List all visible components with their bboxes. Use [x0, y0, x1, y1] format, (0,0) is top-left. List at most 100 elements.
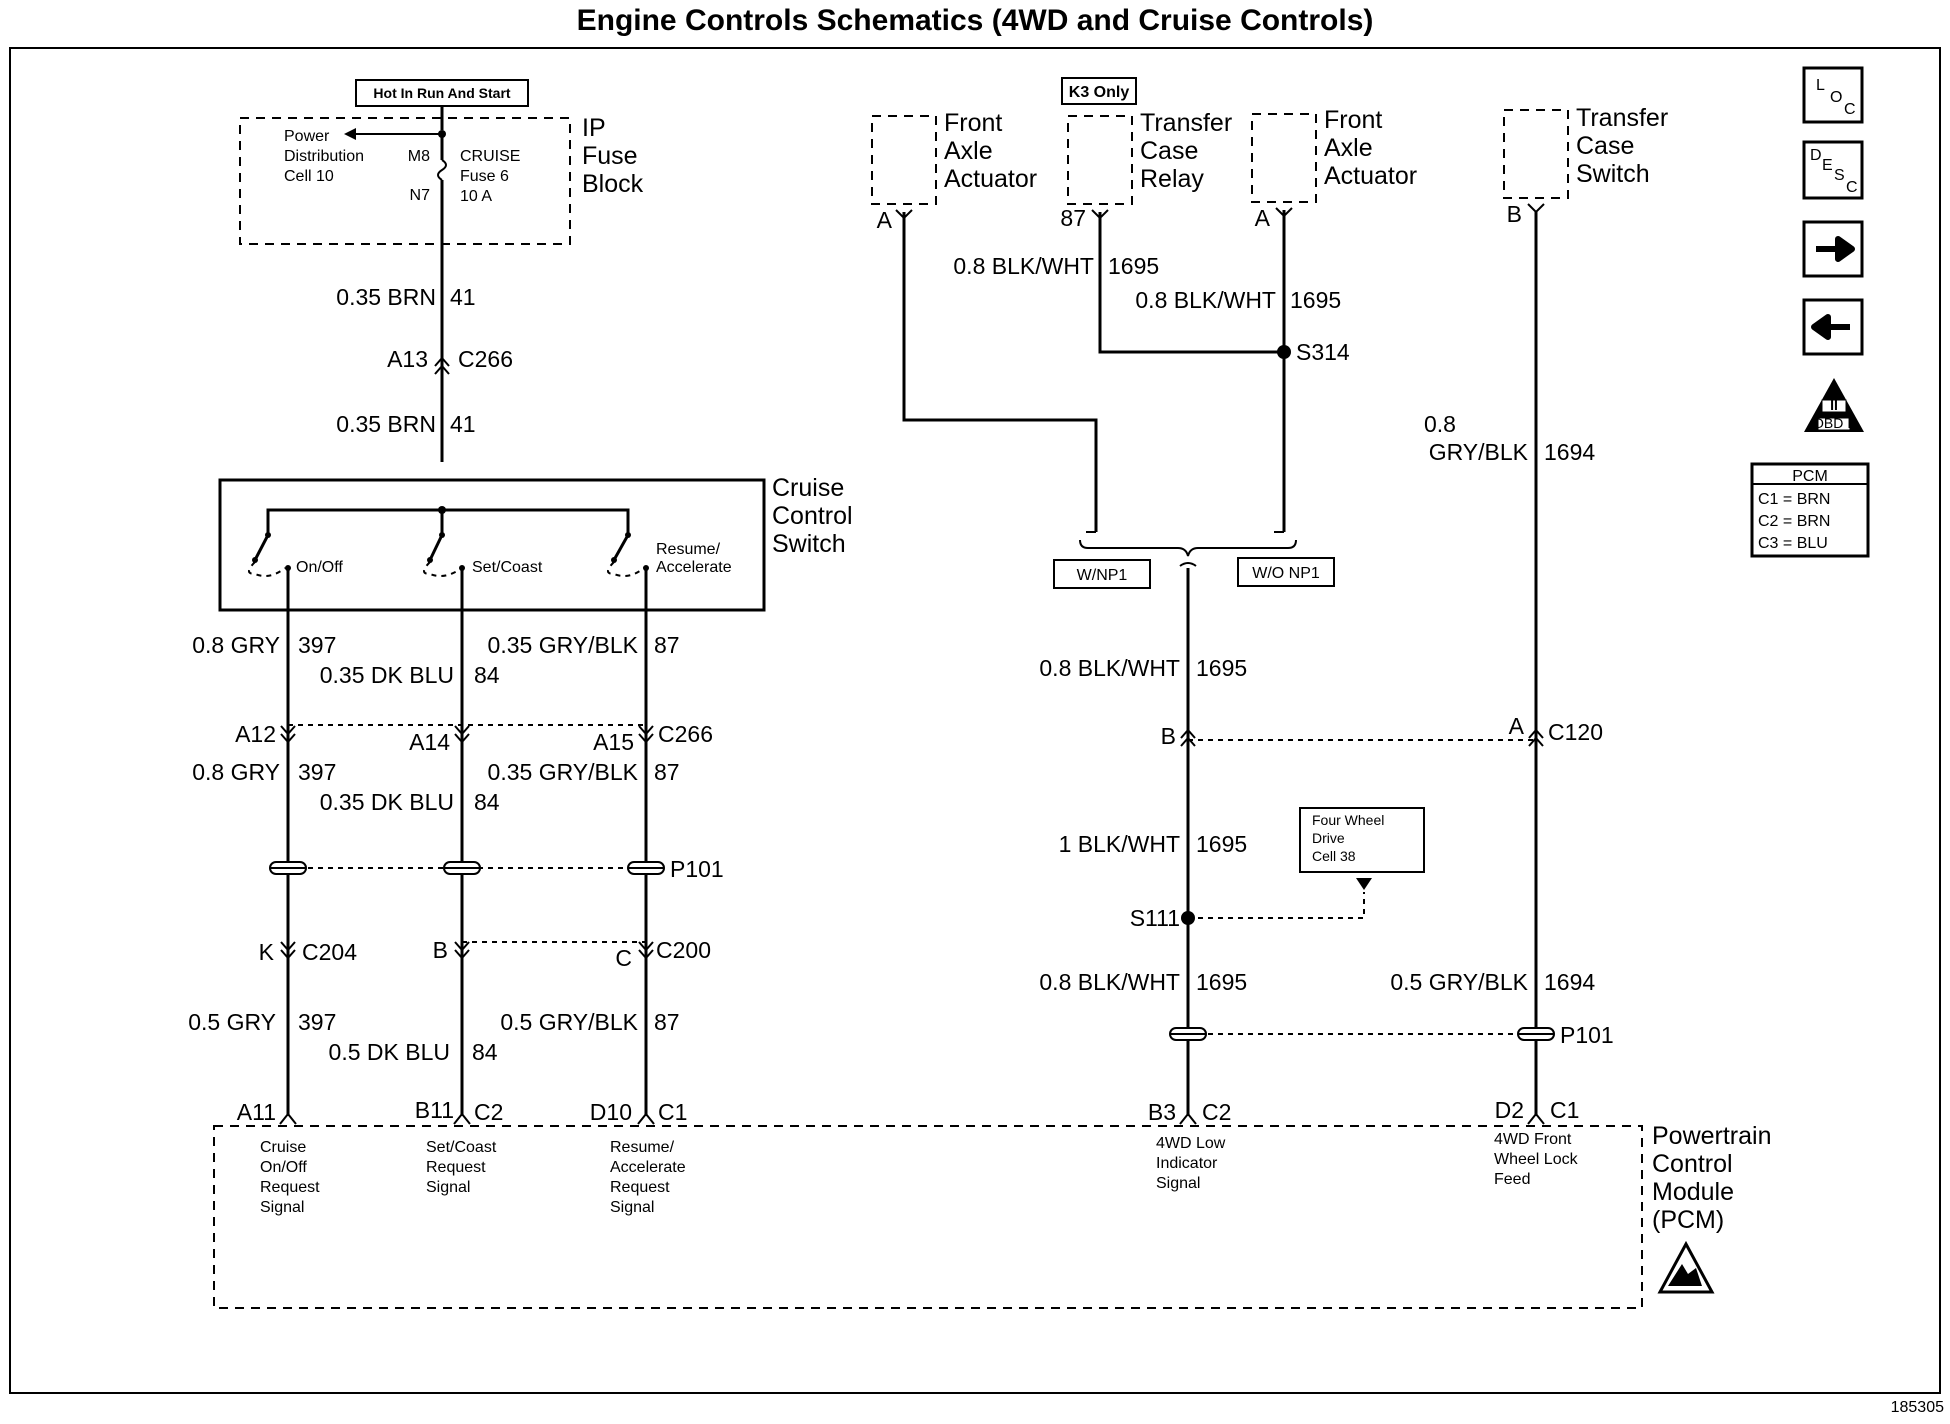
pcm-pin: B11: [415, 1097, 454, 1123]
obd-ii-triangle-icon[interactable]: II OBD II: [1804, 378, 1864, 432]
splice-s314-dot: [1277, 345, 1291, 359]
legend-title: PCM: [1792, 468, 1828, 485]
wire-circuit: 41: [450, 284, 476, 310]
splice-s314-label: S314: [1296, 339, 1350, 365]
component-outline: [1503, 109, 1569, 199]
component-name-3: Actuator: [1324, 162, 1417, 190]
component-name-2: Axle: [944, 137, 993, 165]
svg-text:C: C: [1844, 101, 1856, 118]
pin-symbol: [637, 1112, 655, 1125]
component-outline: [1251, 113, 1317, 203]
next-arrow-icon[interactable]: [1802, 220, 1864, 278]
fuse-block-name: IP: [582, 114, 606, 142]
wire-gauge: 0.8 BLK/WHT: [1039, 969, 1180, 995]
component-name-3: Relay: [1140, 165, 1204, 193]
pcm-name-1: Powertrain: [1652, 1122, 1772, 1150]
pcm-pin-desc: On/Off: [260, 1159, 307, 1176]
legend-row: C2 = BRN: [1758, 513, 1830, 530]
shield-symbol: [1517, 1027, 1555, 1041]
fuse-label-2: Fuse 6: [460, 168, 509, 185]
wire-gauge: 0.35 BRN: [336, 411, 436, 437]
transfer-case-relay: K3 Only Transfer Case Relay 87: [1060, 77, 1232, 231]
pcm-pin-conn: C2: [474, 1099, 503, 1125]
wire-circuit: 1695: [1196, 831, 1247, 857]
page-title: Engine Controls Schematics (4WD and Crui…: [577, 4, 1374, 37]
wire-circuit: 84: [472, 1039, 498, 1065]
svg-text:O: O: [1830, 89, 1842, 106]
wire-circuit: 397: [298, 632, 336, 658]
component-name-2: Axle: [1324, 134, 1373, 162]
four-wheel-drive-box: [1299, 807, 1425, 873]
cruise-switch-box: [218, 478, 766, 612]
switch-label-resume-1: Resume/: [656, 541, 721, 558]
wire-gauge: 1 BLK/WHT: [1059, 831, 1180, 857]
k3-only-label: K3 Only: [1069, 84, 1130, 101]
p101-label: P101: [670, 856, 724, 882]
wire-gauge: 0.5 GRY/BLK: [1390, 969, 1528, 995]
svg-text:L: L: [1816, 77, 1825, 94]
component-name-1: Front: [1324, 106, 1382, 134]
connector-symbol: [454, 941, 470, 960]
loc-icon[interactable]: L O C: [1802, 66, 1864, 124]
wire-gauge: GRY/BLK: [1429, 439, 1529, 465]
fwd-ref-line-3: Cell 38: [1312, 848, 1356, 864]
shield-symbol: [443, 861, 481, 875]
wire-circuit: 397: [298, 759, 336, 785]
wire-circuit: 1695: [1290, 287, 1341, 313]
wire-gauge: 0.5 GRY: [188, 1009, 276, 1035]
connector-name: C266: [658, 721, 713, 747]
pcm-pin-desc: 4WD Front: [1494, 1131, 1572, 1148]
wire-gauge: 0.8 BLK/WHT: [953, 253, 1094, 279]
pcm-pin-desc: Indicator: [1156, 1155, 1218, 1172]
hot-in-run-label: Hot In Run And Start: [373, 85, 510, 101]
connector-pin: A14: [409, 729, 450, 755]
pin-symbol: [453, 1112, 471, 1125]
wire-gauge: 0.35 BRN: [336, 284, 436, 310]
wire-gauge: 0.35 GRY/BLK: [488, 759, 639, 785]
component-name-1: Transfer: [1576, 104, 1668, 132]
k3-only-box: [1061, 77, 1137, 105]
fuse-pin-in: M8: [408, 148, 430, 165]
legend-row: C3 = BLU: [1758, 535, 1828, 552]
connector-pin: A15: [593, 729, 634, 755]
connector-pin: B: [1507, 201, 1522, 227]
switch-label-resume-2: Accelerate: [656, 559, 732, 576]
pcm-name-3: Module: [1652, 1178, 1734, 1206]
wire-gauge: 0.8 GRY: [192, 759, 280, 785]
on-off-switch: On/Off: [248, 532, 343, 577]
ip-fuse-block: Hot In Run And Start IP Fuse Block Power…: [239, 79, 644, 462]
connector-pin: B: [1161, 723, 1176, 749]
esd-warning-icon: [1657, 1240, 1715, 1294]
arrow-left-icon: [344, 128, 356, 140]
connector-pin: C: [615, 945, 632, 971]
pcm-pin-desc: Wheel Lock: [1494, 1151, 1579, 1168]
cruise-switch-name-1: Cruise: [772, 474, 844, 502]
shield-symbol: [1169, 1027, 1207, 1041]
wire-gauge: 0.8 GRY: [192, 632, 280, 658]
prev-arrow-icon[interactable]: [1802, 298, 1864, 356]
connector-pin: K: [259, 939, 275, 965]
desc-icon[interactable]: D E S C: [1802, 140, 1864, 200]
connector-symbol: [280, 725, 296, 744]
pcm-pin: B3: [1148, 1099, 1176, 1125]
fuse-label-1: CRUISE: [460, 148, 520, 165]
pcm-outline: [213, 1125, 1643, 1309]
svg-text:E: E: [1822, 157, 1833, 174]
connector-pin: 87: [1060, 205, 1086, 231]
pcm-module: Powertrain Control Module (PCM) A11 Crui…: [213, 1097, 1772, 1309]
cruise-control-switch: Cruise Control Switch On/Off Set/Coast: [218, 474, 853, 612]
pcm-pin-desc: Resume/: [610, 1139, 675, 1156]
component-name-3: Actuator: [944, 165, 1037, 193]
component-name-2: Case: [1140, 137, 1198, 165]
connector-name: C200: [656, 937, 711, 963]
component-name-2: Case: [1576, 132, 1634, 160]
wire-circuit: 1694: [1544, 969, 1595, 995]
connector-pin: A: [1255, 205, 1271, 231]
transfer-case-switch: Transfer Case Switch B: [1503, 104, 1668, 227]
wire-gauge: 0.5 GRY/BLK: [500, 1009, 638, 1035]
power-dist-line-3: Cell 10: [284, 168, 334, 185]
shield-symbol: [269, 861, 307, 875]
cruise-feed-wire: 0.35 BRN 41 A13 C266 0.35 BRN 41: [336, 284, 513, 437]
wires-4wd: S314 0.8 BLK/WHT 1695 0.8 BLK/WHT 1695 W…: [902, 210, 1614, 1116]
